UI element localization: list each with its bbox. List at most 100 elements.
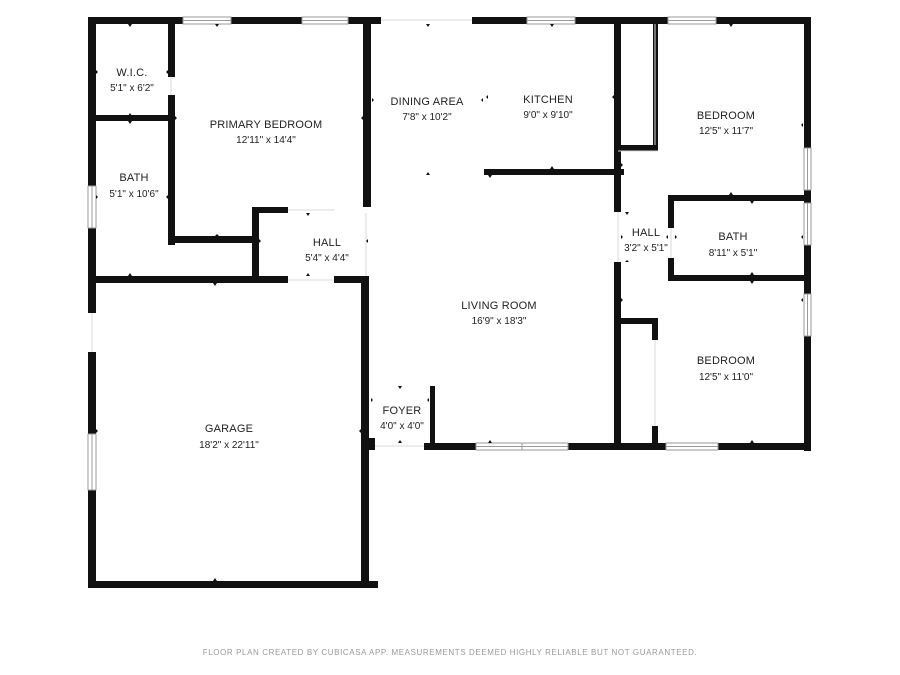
tick bbox=[427, 398, 429, 402]
tick bbox=[359, 429, 361, 433]
room-dims-dining-area: 7'8" x 10'2" bbox=[402, 112, 452, 123]
wall-living-east bbox=[614, 17, 621, 212]
room-dims-kitchen: 9'0" x 9'10" bbox=[523, 110, 573, 121]
tick bbox=[729, 192, 733, 195]
tick bbox=[488, 440, 492, 443]
window-bath-right-east bbox=[803, 202, 812, 246]
wall-hall-north bbox=[252, 207, 288, 213]
wall-garage-east bbox=[361, 276, 369, 588]
walls bbox=[88, 17, 811, 588]
tick bbox=[213, 578, 217, 581]
room-name-hall-left: HALL bbox=[313, 237, 341, 249]
room-dims-bedroom-top: 12'5" x 11'7" bbox=[699, 126, 754, 137]
wall-north-left bbox=[88, 17, 381, 24]
wall-bath2-west-b bbox=[668, 258, 674, 280]
wall-bath2-west bbox=[668, 195, 674, 228]
door-openings bbox=[91, 19, 672, 447]
tick bbox=[398, 386, 402, 389]
wall-hall-west bbox=[252, 207, 259, 283]
window-bath-west bbox=[87, 185, 97, 229]
window-primary-1 bbox=[182, 16, 232, 25]
wall-primary-south bbox=[168, 236, 256, 243]
room-name-garage: GARAGE bbox=[205, 423, 253, 435]
tick bbox=[666, 235, 668, 239]
tick bbox=[801, 235, 803, 239]
wall-hall-south bbox=[252, 276, 288, 283]
window-living-south bbox=[475, 442, 569, 451]
tick bbox=[621, 163, 623, 167]
wall-bath-east bbox=[168, 95, 175, 245]
tick bbox=[128, 113, 132, 116]
tick bbox=[215, 234, 219, 236]
room-dims-garage: 18'2" x 22'11" bbox=[199, 440, 259, 451]
tick bbox=[625, 212, 629, 215]
tick bbox=[306, 213, 310, 216]
tick bbox=[96, 429, 98, 433]
room-name-foyer: FOYER bbox=[383, 405, 422, 417]
tick bbox=[729, 24, 733, 27]
window-bedroom-bottom-east bbox=[803, 293, 812, 337]
tick bbox=[488, 175, 492, 178]
wall-wic-east bbox=[168, 17, 175, 77]
tick bbox=[750, 281, 754, 284]
room-labels: W.I.C. 5'1" x 6'2" PRIMARY BEDROOM 12'11… bbox=[109, 67, 757, 451]
room-name-primary-bedroom: PRIMARY BEDROOM bbox=[210, 119, 323, 131]
tick bbox=[128, 273, 132, 276]
wall-bath2-north bbox=[668, 195, 811, 201]
room-dims-foyer: 4'0" x 4'0" bbox=[380, 421, 424, 432]
window-bedroom-top bbox=[667, 16, 717, 25]
room-dims-hall-right: 3'2" x 5'1" bbox=[624, 243, 668, 254]
tick bbox=[259, 239, 261, 243]
room-name-wic: W.I.C. bbox=[116, 67, 147, 79]
room-dims-living-room: 16'9" x 18'3" bbox=[472, 316, 527, 327]
wall-foyer-west bbox=[369, 438, 375, 450]
tick bbox=[128, 121, 132, 124]
tick bbox=[426, 172, 430, 175]
tick bbox=[361, 116, 363, 120]
tick bbox=[215, 24, 219, 27]
tick bbox=[371, 398, 373, 402]
room-name-bath-primary: BATH bbox=[119, 172, 148, 184]
tick bbox=[801, 123, 803, 127]
room-name-dining-area: DINING AREA bbox=[390, 96, 464, 108]
tick bbox=[621, 235, 623, 239]
tick bbox=[166, 70, 168, 74]
room-name-living-room: LIVING ROOM bbox=[461, 300, 537, 312]
window-garage-west bbox=[87, 433, 97, 491]
wall-living-east-c bbox=[614, 318, 621, 450]
room-dims-primary-bedroom: 12'11" x 14'4" bbox=[236, 135, 296, 146]
window-bedroom-bottom-south bbox=[665, 442, 719, 451]
room-dims-bedroom-bottom: 12'5" x 11'0" bbox=[699, 372, 754, 383]
tick bbox=[96, 195, 98, 199]
room-dims-hall-left: 5'4" x 4'4" bbox=[305, 253, 349, 264]
tick bbox=[426, 24, 430, 27]
window-primary-2 bbox=[301, 16, 349, 25]
wall-bed2-closet-west bbox=[652, 318, 658, 340]
windows bbox=[87, 16, 812, 491]
tick bbox=[675, 235, 677, 239]
tick bbox=[128, 24, 132, 27]
tick bbox=[801, 298, 803, 302]
tick bbox=[372, 98, 374, 102]
room-name-bedroom-top: BEDROOM bbox=[697, 110, 755, 122]
wall-north-right bbox=[472, 17, 810, 24]
wall-hall-south-b bbox=[334, 276, 369, 283]
wall-bath-south bbox=[88, 276, 273, 283]
tick bbox=[175, 116, 177, 120]
window-kitchen bbox=[526, 16, 576, 25]
tick bbox=[621, 298, 623, 302]
room-dims-bath-right: 8'11" x 5'1" bbox=[709, 248, 758, 259]
wall-primary-east bbox=[363, 17, 371, 207]
wall-bath2-south bbox=[668, 275, 811, 281]
tick bbox=[750, 201, 754, 204]
tick bbox=[398, 440, 402, 443]
footer-disclaimer: FLOOR PLAN CREATED BY CUBICASA APP. MEAS… bbox=[203, 648, 698, 657]
room-dims-bath-primary: 5'1" x 10'6" bbox=[109, 189, 159, 200]
window-bedroom-top-east bbox=[803, 147, 812, 191]
tick bbox=[486, 95, 488, 99]
tick bbox=[213, 283, 217, 286]
tick bbox=[750, 440, 754, 443]
wall-bed2-closet-north bbox=[614, 318, 658, 324]
wall-bed2-closet-west-b bbox=[652, 426, 658, 450]
